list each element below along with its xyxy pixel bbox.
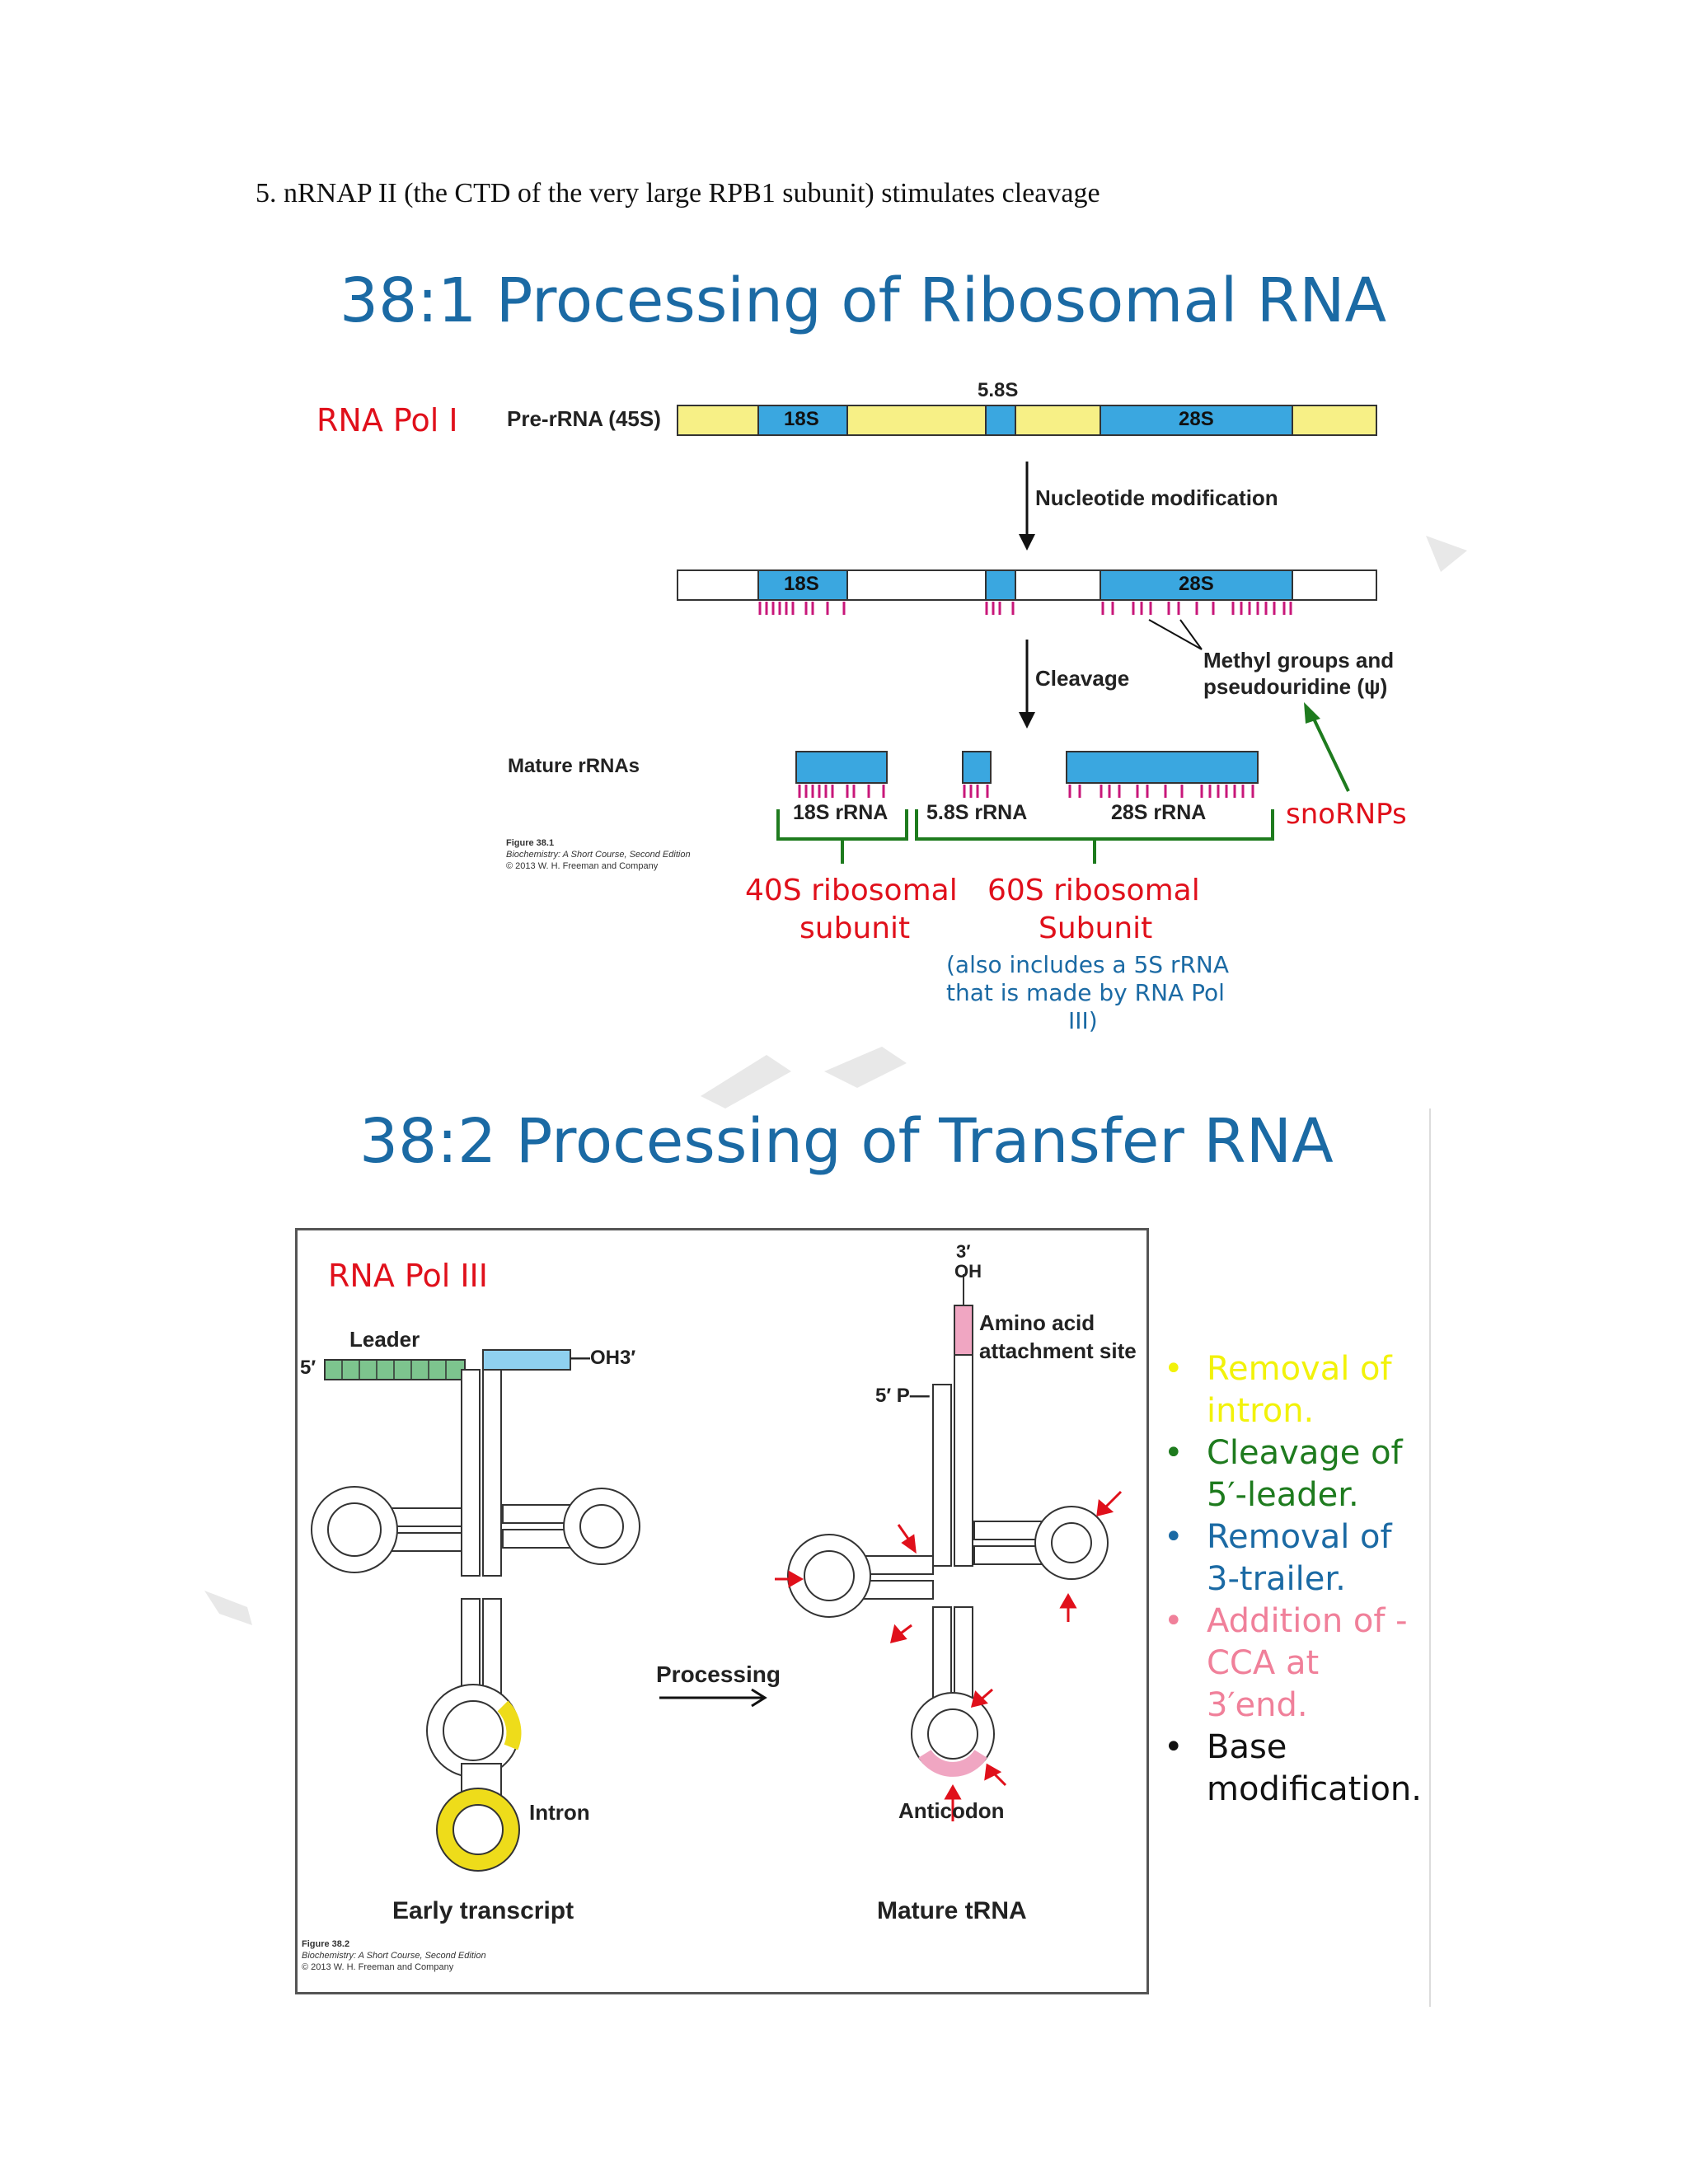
- mature-trna: [787, 1274, 1109, 1777]
- step-text: Base: [1207, 1728, 1287, 1766]
- step-item-trailer: • Removal of 3-trailer.: [1164, 1516, 1422, 1601]
- right-divider: [1429, 1108, 1431, 2007]
- rrna-pol-label: RNA Pol I: [316, 402, 458, 438]
- step-text: 3′end.: [1207, 1686, 1308, 1724]
- bullet-dot: •: [1164, 1350, 1184, 1388]
- step-text: CCA at: [1207, 1644, 1320, 1682]
- intron-label: Intron: [529, 1800, 590, 1825]
- fig381-number: Figure 38.1: [506, 838, 555, 848]
- fig382-book: Biochemistry: A Short Course, Second Edi…: [302, 1951, 486, 1961]
- step-item-intron: • Removal of intron.: [1164, 1348, 1422, 1432]
- mature-trna-label: Mature tRNA: [877, 1897, 1027, 1924]
- pre-rrna-label: Pre-rRNA (45S): [507, 406, 661, 431]
- step-text: 3-trailer.: [1207, 1560, 1346, 1598]
- subunit-60s-1: 60S ribosomal: [987, 874, 1200, 907]
- methyl-note-2: pseudouridine (ψ): [1203, 674, 1388, 699]
- subunit-braces: [776, 809, 1274, 864]
- fig382-caption: Figure 38.2 Biochemistry: A Short Course…: [302, 1938, 486, 1973]
- rrna-58s-top: 5.8S: [978, 379, 1019, 401]
- rrna-28s-b: 28S: [1179, 573, 1214, 595]
- amino-acid-2: attachment site: [979, 1338, 1137, 1363]
- step-text: modification.: [1207, 1770, 1422, 1808]
- note-5s-3: III): [1068, 1007, 1098, 1034]
- early-transcript: [311, 1349, 640, 1872]
- amino-acid-1: Amino acid: [979, 1310, 1095, 1335]
- rrna-18s-a: 18S: [784, 408, 819, 430]
- mature-rrnas: [795, 751, 1259, 798]
- cleavage-arrows: [775, 1490, 1123, 1821]
- three-oh-2: OH: [954, 1261, 982, 1282]
- fig382-number: Figure 38.2: [302, 1939, 350, 1949]
- step-text: Removal of: [1207, 1350, 1392, 1388]
- step-item-cca: • Addition of - CCA at 3′end.: [1164, 1601, 1422, 1727]
- mature-28s: 28S rRNA: [1111, 801, 1207, 824]
- subunit-40s-2: subunit: [799, 912, 911, 945]
- bullet-dot: •: [1164, 1728, 1184, 1766]
- step-item-base: • Base modification.: [1164, 1727, 1422, 1811]
- bullet-dot: •: [1164, 1518, 1184, 1556]
- step-nucleotide-modification: Nucleotide modification: [1035, 485, 1278, 510]
- snornps-label: snoRNPs: [1286, 798, 1407, 831]
- step-item-leader: • Cleavage of 5′-leader.: [1164, 1432, 1422, 1516]
- processing-label: Processing: [656, 1661, 781, 1687]
- mature-rrnas-label: Mature rRNAs: [508, 755, 640, 777]
- processing-steps-list: • Removal of intron. • Cleavage of 5′-le…: [1164, 1348, 1422, 1811]
- step-text: 5′-leader.: [1207, 1476, 1359, 1514]
- subunit-60s-2: Subunit: [1039, 912, 1153, 945]
- step-text: Cleavage of: [1207, 1434, 1403, 1472]
- trna-pol-label: RNA Pol III: [328, 1258, 488, 1294]
- five-p-label: 5′ P—: [875, 1385, 930, 1407]
- rrna-28s-a: 28S: [1179, 408, 1214, 430]
- fig382-copyright: © 2013 W. H. Freeman and Company: [302, 1962, 454, 1972]
- trna-title: 38:2 Processing of Transfer RNA: [359, 1106, 1334, 1177]
- bullet-dot: •: [1164, 1602, 1184, 1640]
- step-cleavage: Cleavage: [1035, 666, 1130, 691]
- note-5s-1: (also includes a 5S rRNA: [946, 951, 1230, 978]
- pre-rrna-bar: [677, 405, 1377, 436]
- watermark-marks: [204, 536, 1467, 1625]
- step-text: Removal of: [1207, 1518, 1392, 1556]
- bullet-dot: •: [1164, 1434, 1184, 1472]
- leader-label: Leader: [349, 1327, 420, 1352]
- intro-line: 5. nRNAP II (the CTD of the very large R…: [256, 178, 1100, 209]
- oh3-label: —OH3′: [570, 1347, 636, 1369]
- rrna-title: 38:1 Processing of Ribosomal RNA: [340, 265, 1387, 336]
- three-oh-1: 3′: [956, 1241, 971, 1262]
- fig381-book: Biochemistry: A Short Course, Second Edi…: [506, 850, 691, 860]
- rrna-18s-b: 18S: [784, 573, 819, 595]
- five-prime-label: 5′: [300, 1357, 316, 1379]
- modified-rrna-bar: [677, 569, 1377, 615]
- early-transcript-label: Early transcript: [392, 1897, 574, 1924]
- anticodon-label: Anticodon: [898, 1798, 1005, 1823]
- methyl-note-1: Methyl groups and: [1203, 648, 1395, 673]
- note-5s-2: that is made by RNA Pol: [946, 979, 1225, 1006]
- mature-18s: 18S rRNA: [793, 801, 889, 824]
- fig381-caption: Figure 38.1 Biochemistry: A Short Course…: [506, 837, 691, 872]
- step-text: intron.: [1207, 1392, 1315, 1430]
- rrna-diagram: [677, 405, 1377, 864]
- fig381-copyright: © 2013 W. H. Freeman and Company: [506, 861, 659, 871]
- step-text: Addition of -: [1207, 1602, 1408, 1640]
- mature-58s: 5.8S rRNA: [926, 801, 1028, 824]
- subunit-40s-1: 40S ribosomal: [745, 874, 958, 907]
- trna-figure-frame: [295, 1228, 1149, 1994]
